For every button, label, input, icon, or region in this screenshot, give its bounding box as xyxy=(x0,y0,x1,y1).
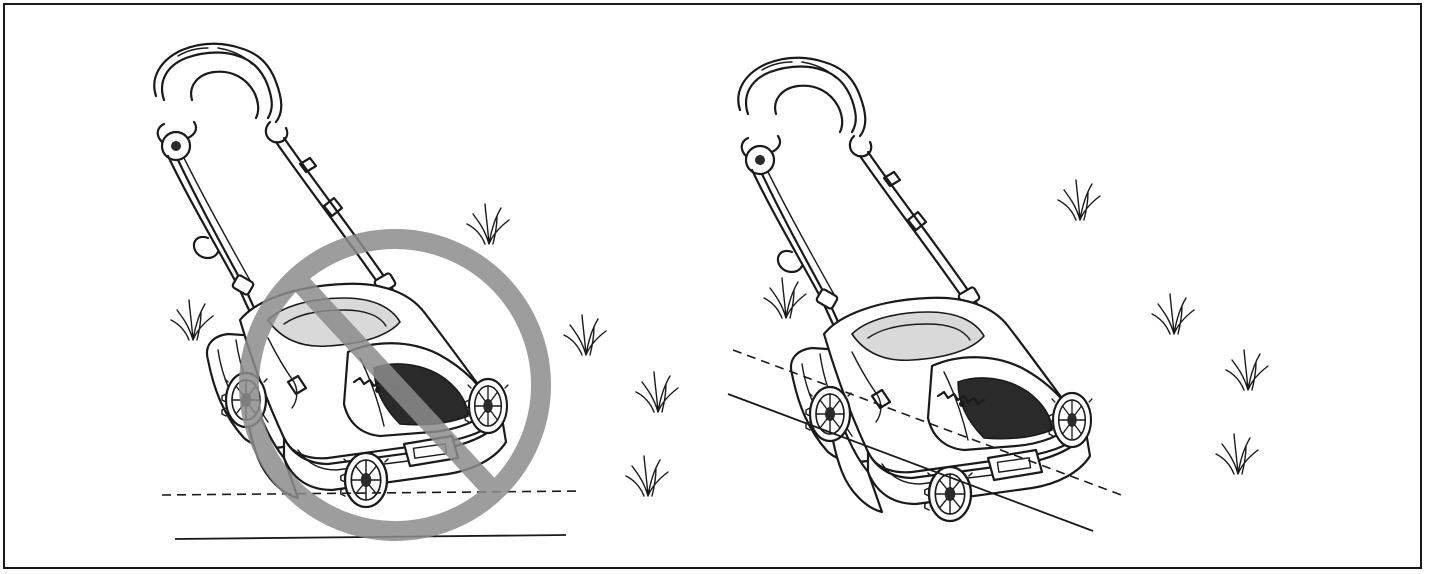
grass-tuft xyxy=(1216,434,1258,474)
grass-tuft xyxy=(636,372,678,412)
right-panel-correct xyxy=(728,58,1268,531)
left-panel-incorrect xyxy=(154,44,678,539)
grass-tuft xyxy=(1058,180,1100,220)
grass-tuft xyxy=(764,278,806,318)
lawnmower-illustration xyxy=(738,58,1092,521)
grass-tuft xyxy=(564,315,606,355)
grass-tuft xyxy=(1152,294,1194,334)
grass-tuft xyxy=(171,300,213,340)
grass-tuft xyxy=(467,204,509,244)
grass-tuft xyxy=(626,456,668,496)
grass-tuft xyxy=(1226,350,1268,390)
diagram-border xyxy=(4,4,1421,568)
